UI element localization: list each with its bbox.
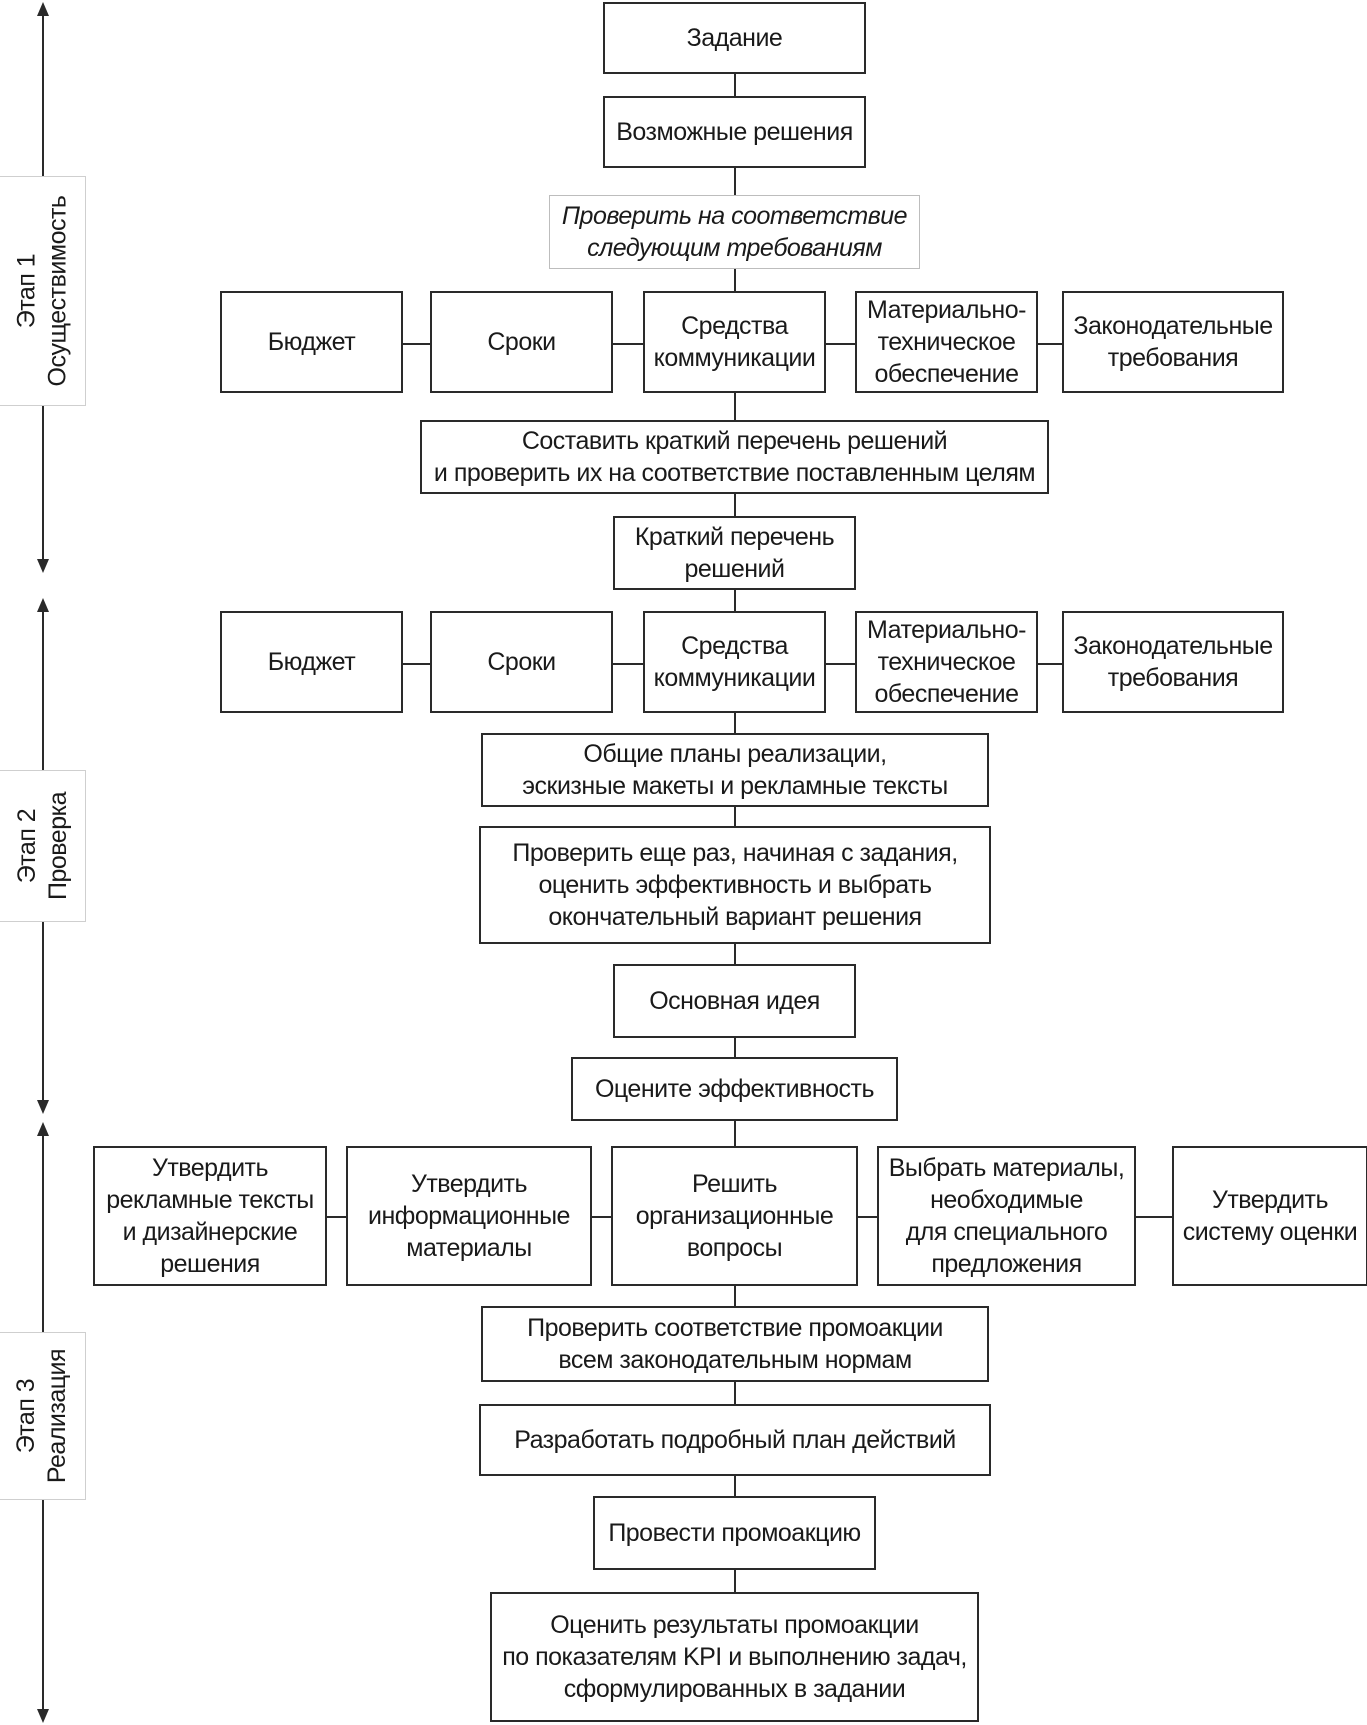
general-plans-box: Общие планы реализации, эскизные макеты … <box>481 733 989 807</box>
req1-logistics-box: Материально- техническое обеспечение <box>855 291 1038 393</box>
req2-logistics-box: Материально- техническое обеспечение <box>855 611 1038 713</box>
req1-budget-box: Бюджет <box>220 291 403 393</box>
stage-number: Этап 3 <box>12 1378 41 1454</box>
approve-materials-box: Утвердить информационные материалы <box>346 1146 592 1286</box>
main-idea-box: Основная идея <box>613 964 856 1038</box>
action-plan-box: Разработать подробный план действий <box>479 1404 991 1476</box>
stage-2-label: Этап 2 Проверка <box>0 770 86 922</box>
req2-timing-box: Сроки <box>430 611 613 713</box>
stage-3-label: Этап 3 Реализация <box>0 1332 86 1500</box>
possible-solutions-box: Возможные решения <box>603 96 866 168</box>
stage-name: Осуществимость <box>43 195 72 387</box>
task-box: Задание <box>603 2 866 74</box>
req2-communication-box: Средства коммуникации <box>643 611 826 713</box>
stage-number: Этап 2 <box>12 808 41 884</box>
check-requirements-note: Проверить на соответствие следующим треб… <box>549 195 920 269</box>
req1-communication-box: Средства коммуникации <box>643 291 826 393</box>
approve-texts-box: Утвердить рекламные тексты и дизайнерски… <box>93 1146 327 1286</box>
evaluate-effectiveness-box: Оцените эффективность <box>571 1057 898 1121</box>
select-materials-box: Выбрать материалы, необходимые для специ… <box>877 1146 1136 1286</box>
evaluate-results-box: Оценить результаты промоакции по показат… <box>490 1592 979 1722</box>
run-promo-box: Провести промоакцию <box>593 1496 876 1570</box>
approve-evaluation-box: Утвердить систему оценки <box>1172 1146 1367 1286</box>
stage-name: Проверка <box>43 792 72 900</box>
req1-legal-box: Законодательные требования <box>1062 291 1284 393</box>
req2-legal-box: Законодательные требования <box>1062 611 1284 713</box>
shortlist-box: Краткий перечень решений <box>613 516 856 590</box>
stage-number: Этап 1 <box>12 253 41 329</box>
stage-1-label: Этап 1 Осуществимость <box>0 176 86 406</box>
shortlist-action-box: Составить краткий перечень решений и про… <box>420 420 1049 494</box>
legal-check-box: Проверить соответствие промоакции всем з… <box>481 1306 989 1382</box>
stage-name: Реализация <box>43 1348 72 1484</box>
req2-budget-box: Бюджет <box>220 611 403 713</box>
recheck-box: Проверить еще раз, начиная с задания, оц… <box>479 826 991 944</box>
req1-timing-box: Сроки <box>430 291 613 393</box>
organizational-issues-box: Решить организационные вопросы <box>611 1146 858 1286</box>
